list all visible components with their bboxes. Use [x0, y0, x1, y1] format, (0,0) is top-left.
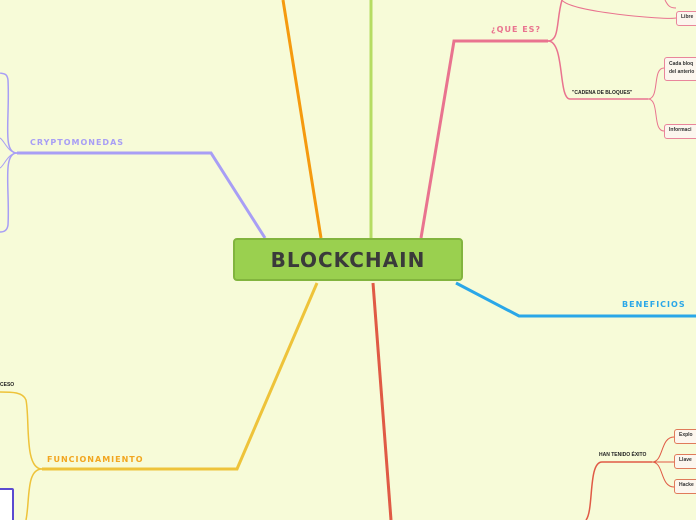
leaf-informacion[interactable]: Informaci	[664, 124, 696, 139]
connector-func-up	[0, 391, 43, 470]
leaf-hacke-text: Hacke	[679, 482, 694, 488]
leaf-informacion-text: Informaci	[669, 127, 692, 133]
connector-top-orange	[281, 0, 323, 239]
connector-crypto-down	[0, 152, 18, 233]
connector-beneficios	[455, 281, 696, 318]
que-es-label[interactable]: ¿QUE ES?	[491, 25, 542, 34]
connector-exito-leaf1	[651, 436, 675, 463]
leaf-explo[interactable]: Explo	[674, 429, 696, 444]
connector-cadena-leaf2	[647, 98, 665, 132]
connector-crypto-up	[0, 72, 18, 154]
funcionamiento-sub-label[interactable]: CESO	[0, 382, 15, 388]
central-topic-label: BLOCKCHAIN	[270, 247, 426, 272]
leaf-llave-text: Llave	[679, 457, 692, 463]
connector-bottom-red	[371, 282, 393, 520]
central-topic[interactable]: BLOCKCHAIN	[233, 238, 463, 281]
connector-que-es-top	[547, 0, 563, 42]
cadena-de-bloques-label[interactable]: "CADENA DE BLOQUES"	[572, 90, 633, 96]
connector-exito-down	[585, 461, 603, 520]
leaf-hacke[interactable]: Hacke	[674, 479, 696, 494]
connector-top-leaf	[664, 0, 677, 9]
leaf-cada-bloque[interactable]: Cada bloq del anterio	[664, 57, 696, 81]
connector-exito-leaf3	[651, 461, 675, 488]
connector-crypto-left1	[0, 137, 18, 154]
leaf-llave[interactable]: Llave	[674, 454, 696, 469]
leaf-explo-text: Explo	[679, 432, 693, 438]
han-tenido-exito-label[interactable]: HAN TENIDO ÉXITO	[599, 452, 647, 458]
leaf-del-anterior-text: del anterio	[669, 69, 695, 75]
funcionamiento-label[interactable]: FUNCIONAMIENTO	[47, 455, 144, 464]
connector-cryptomonedas	[17, 151, 267, 239]
connector-func-down	[25, 468, 43, 520]
purple-partial-box[interactable]	[0, 488, 14, 520]
leaf-libre-text: Libre	[681, 14, 694, 20]
leaf-libre[interactable]: Libre	[676, 11, 696, 26]
beneficios-label[interactable]: BENEFICIOS	[622, 300, 686, 309]
connector-cadena-leaf1	[647, 67, 665, 100]
connector-que-es	[419, 39, 548, 239]
connector-crypto-left2	[0, 152, 18, 169]
connector-libre	[561, 0, 677, 19]
cryptomonedas-label[interactable]: CRYPTOMONEDAS	[30, 138, 125, 147]
connector-cadena	[547, 40, 648, 100]
connector-funcionamiento	[42, 282, 319, 471]
leaf-cada-bloque-text: Cada bloq	[669, 61, 694, 67]
